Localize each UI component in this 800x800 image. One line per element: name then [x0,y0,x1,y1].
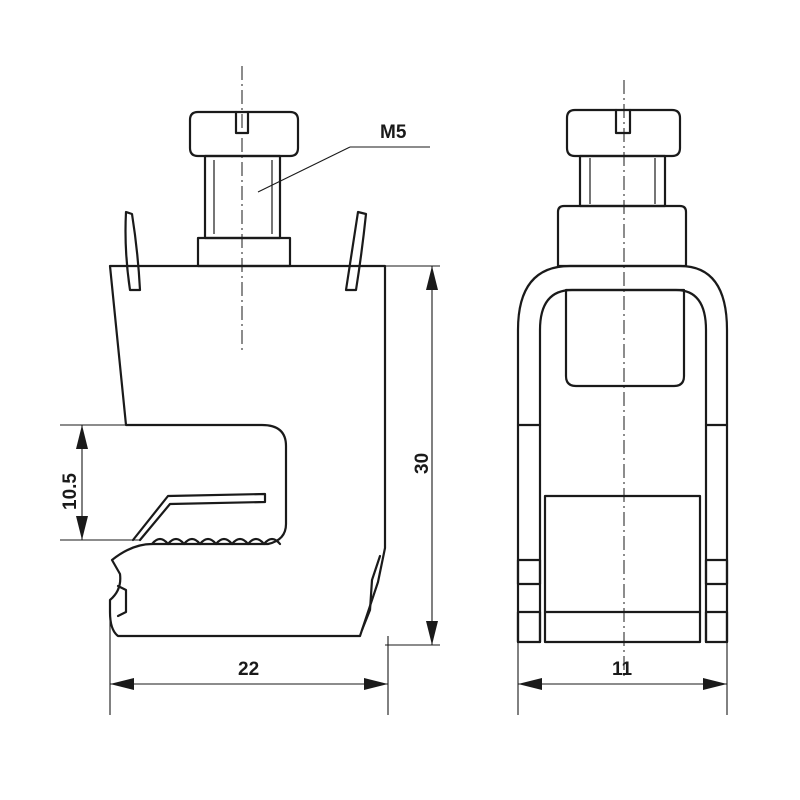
side-screw-slot [614,108,632,135]
opening-dimension: 10.5 [60,424,140,541]
side-view [516,80,729,680]
side-width-label: 11 [612,659,633,680]
front-spring-blade [131,492,267,542]
opening-arrow-top [76,425,88,449]
side-left-notch-bottom [516,610,542,644]
front-width-dimension: 22 [109,600,389,715]
height-arrow-bottom [426,621,438,645]
height-arrow-top [426,266,438,290]
side-screw-shank [578,154,667,208]
thread-leader [257,146,351,193]
front-screw-head [188,110,300,158]
thread-label: M5 [380,122,407,143]
opening-label: 10.5 [60,473,81,510]
thread-callout: M5 [257,122,430,193]
front-nut [196,236,292,268]
side-window [564,288,686,388]
front-right-clip [360,554,382,632]
opening-arrow-bottom [76,516,88,540]
side-right-notch-top [704,558,729,586]
side-width-arrow-right [703,678,727,690]
side-width-dimension: 11 [517,642,728,715]
front-screw-slot [234,110,250,135]
front-serrated-jaw [150,537,282,546]
side-frame-outer [516,264,729,644]
front-body [108,264,387,638]
front-width-arrow-right [364,678,388,690]
front-left-clip [116,584,128,618]
front-right-tab [344,210,368,292]
front-view [108,66,387,638]
side-right-notch-bottom [704,610,729,644]
height-label: 30 [412,453,433,474]
side-width-arrow-left [518,678,542,690]
side-nut [556,204,688,268]
height-dimension: 30 [385,265,440,646]
side-screw-head [565,108,682,158]
side-left-notch-top [516,558,542,586]
front-width-label: 22 [238,659,259,680]
front-width-arrow-left [110,678,134,690]
front-left-tab [124,210,142,292]
side-lower-block [543,494,702,644]
